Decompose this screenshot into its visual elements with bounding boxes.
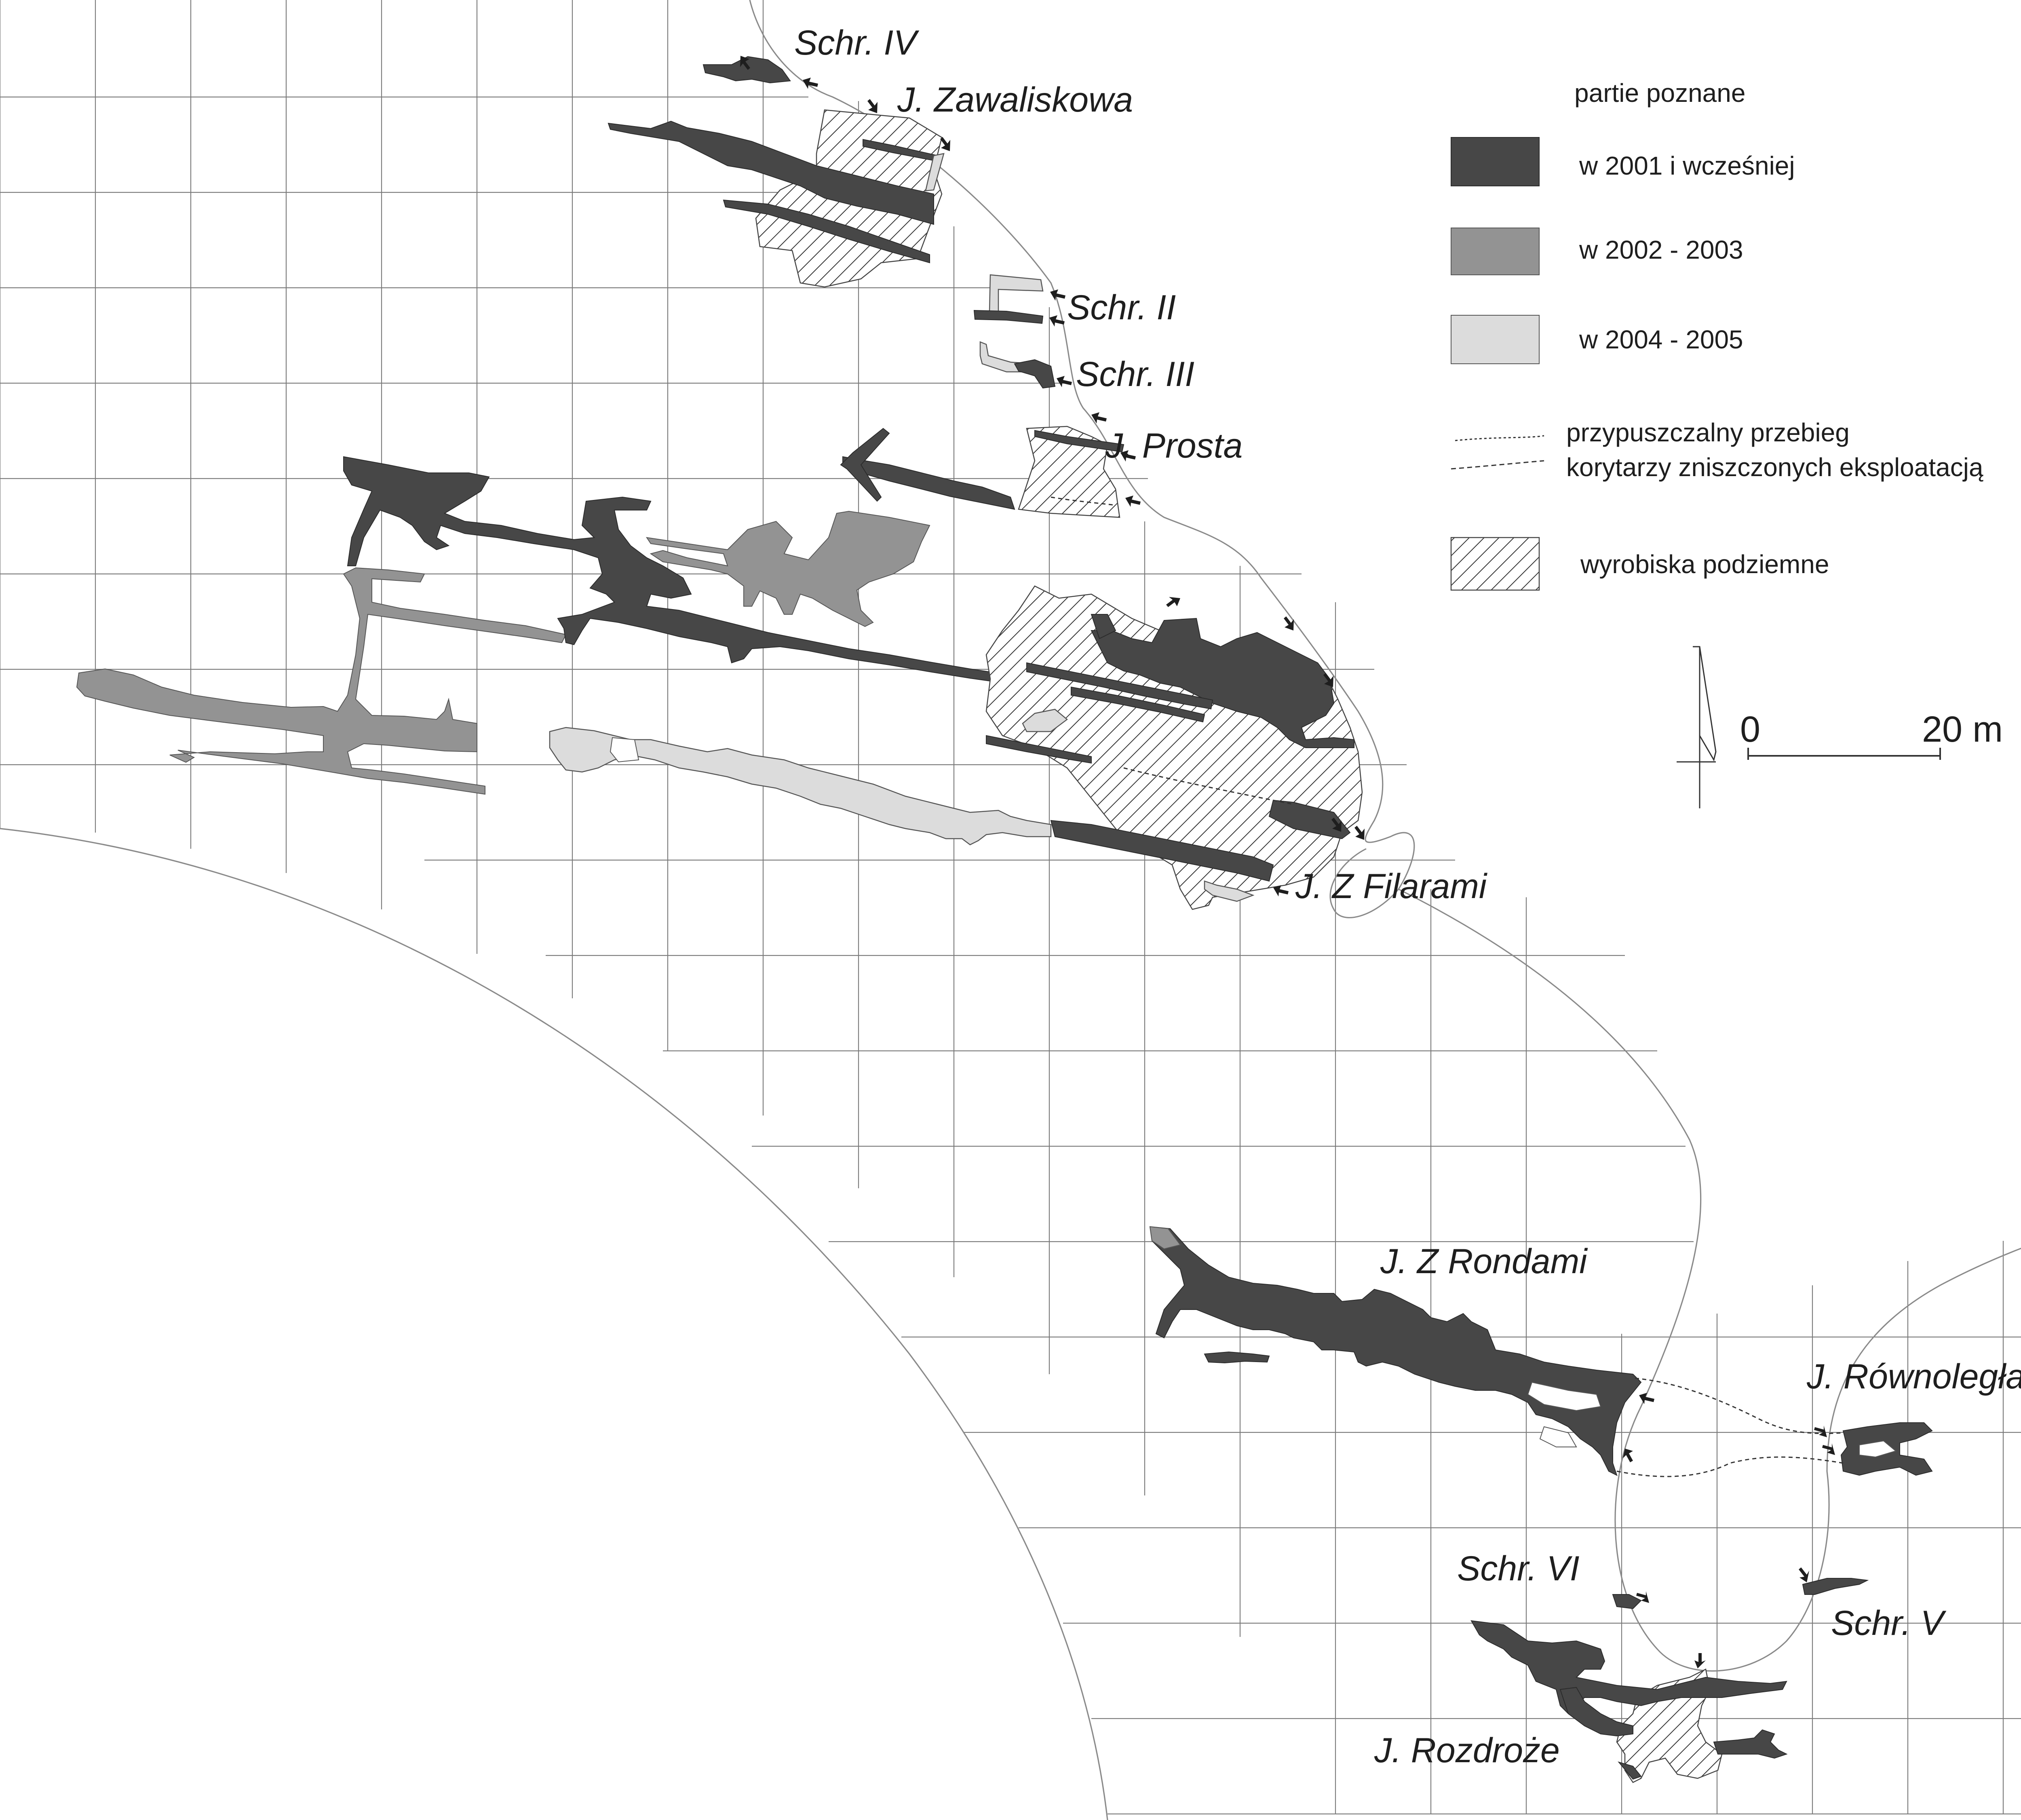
label-schr-vi: Schr. VI <box>1457 1549 1580 1588</box>
entrance-arrow-icon <box>1323 673 1333 687</box>
dashed-corridor-filarami <box>1123 767 1294 805</box>
cave-z-filarami-main <box>1050 820 1274 882</box>
rownolegla-pillar <box>1859 1440 1897 1458</box>
entrance-arrow-icon <box>1049 315 1065 327</box>
cave-schr-iii <box>1014 359 1056 389</box>
entrance-arrow-icon <box>1354 826 1365 840</box>
legend-item-2002-2003: w 2002 - 2003 <box>1579 235 1743 264</box>
entrance-arrow-icon <box>1331 818 1342 832</box>
workings-prosta <box>1018 426 1120 518</box>
quarry-area <box>0 829 1108 1820</box>
legend-workings: wyrobiska podziemne <box>1580 550 1829 579</box>
cave-z-filarami-adit-4 <box>1268 799 1351 839</box>
cave-z-filarami-adit <box>1026 662 1213 710</box>
scale-end: 20 m <box>1922 709 2003 750</box>
entrance-arrow-icon <box>1120 450 1136 462</box>
legend-swatch-dark <box>1451 137 1540 186</box>
dashed-corridor-prosta <box>1051 496 1116 506</box>
label-schr-iii: Schr. III <box>1076 355 1194 394</box>
cave-schr-ii <box>973 310 1044 324</box>
cave-z-filarami-adit-2 <box>1071 686 1205 723</box>
entrance-arrow-icon <box>940 137 950 151</box>
rock-boundary-middle <box>1398 888 2021 1672</box>
cave-schr-ii-light <box>989 274 1044 312</box>
label-schr-iv: Schr. IV <box>794 23 920 62</box>
entrance-arrow-icon <box>1814 1426 1827 1437</box>
legend-swatch-mid <box>1451 228 1540 275</box>
cave-grey-system <box>76 567 567 795</box>
entrance-arrow-icon <box>1057 376 1072 387</box>
entrance-arrow-icon <box>1799 1567 1809 1582</box>
entrance-arrow-icon <box>867 99 878 113</box>
cave-z-filarami-adit-3 <box>986 735 1092 764</box>
label-prosta: J. Prosta <box>1105 426 1243 465</box>
z-rondami-pillar-2 <box>1539 1426 1577 1447</box>
cave-rozdroze-east <box>1713 1729 1788 1759</box>
cave-z-filarami-lower-light <box>1204 880 1255 902</box>
entrance-arrow-icon <box>1125 496 1141 507</box>
quarry-edge <box>0 828 1108 1820</box>
rock-boundary-upper <box>749 0 1415 918</box>
legend-dashed-line-2 <box>1451 460 1544 470</box>
entrance-arrows <box>740 56 1835 1668</box>
cave-prosta-branch <box>840 428 890 502</box>
pillar-hole <box>610 737 639 763</box>
cave-z-filarami-hole <box>1022 709 1068 732</box>
cave-grey-middle <box>646 510 930 627</box>
legend-dashed-line-1 <box>1455 435 1544 441</box>
entrance-arrow-icon <box>740 56 750 70</box>
dashed-corridor-1 <box>1635 1377 1844 1434</box>
cave-prosta-stub <box>1034 430 1124 453</box>
legend-dashed-text-2: korytarzy zniszczonych eksploatacją <box>1566 453 1983 482</box>
cave-z-rondami-tip <box>1149 1226 1181 1250</box>
cave-prosta <box>842 456 1015 510</box>
label-zawaliskowa: J. Zawaliskowa <box>897 80 1133 119</box>
entrance-arrow-icon <box>1273 885 1289 896</box>
cave-rozdroze-lower <box>1559 1687 1633 1737</box>
label-z-rondami: J. Z Rondami <box>1380 1242 1588 1281</box>
z-rondami-pillar <box>1527 1381 1601 1411</box>
cave-schr-v <box>1802 1578 1869 1595</box>
cave-zawaliskowa-lower <box>723 199 930 264</box>
label-rownolegla: J. Równoległa <box>1806 1357 2021 1396</box>
cave-zawaliskowa-entrance-gap <box>925 153 945 192</box>
scale-start: 0 <box>1740 709 1760 750</box>
cave-light-passage <box>549 727 1052 846</box>
cave-main-passage <box>343 456 1043 689</box>
cave-z-rondami <box>1149 1226 1642 1476</box>
entrance-arrow-icon <box>1050 289 1065 301</box>
north-arrow-icon <box>1677 646 1717 808</box>
scale-bar: 0 20 m <box>1740 709 2003 760</box>
legend-dashed-text-1: przypuszczalny przebieg <box>1566 418 1850 447</box>
entrance-arrow-icon <box>803 78 818 89</box>
dashed-corridor-2 <box>1616 1456 1844 1477</box>
entrance-arrow-icon <box>1639 1393 1654 1404</box>
cave-z-filarami-branch <box>1091 614 1116 639</box>
cave-rozdroze-tail <box>1618 1761 1642 1780</box>
label-rozdroze: J. Rozdroże <box>1374 1731 1560 1770</box>
legend-swatch-light <box>1451 315 1540 364</box>
entrance-arrow-icon <box>1284 616 1294 631</box>
legend-swatch-hatch <box>1450 537 1540 591</box>
legend-item-2001: w 2001 i wcześniej <box>1579 151 1795 180</box>
entrance-arrow-icon <box>1822 1443 1835 1455</box>
label-z-filarami: J. Z Filarami <box>1295 867 1488 906</box>
entrance-arrow-icon <box>1623 1449 1633 1462</box>
cave-rozdroze <box>1470 1620 1787 1715</box>
legend-heading: partie poznane <box>1574 78 1745 108</box>
cave-z-filarami-chamber <box>1091 618 1354 748</box>
entrance-arrow-icon <box>1166 597 1180 607</box>
label-schr-v: Schr. V <box>1831 1604 1947 1643</box>
label-schr-ii: Schr. II <box>1067 288 1176 327</box>
cave-z-rondami-side <box>1204 1351 1270 1364</box>
entrance-arrow-icon <box>1091 412 1107 424</box>
legend-item-2004-2005: w 2004 - 2005 <box>1579 325 1743 354</box>
cave-schr-vi <box>1612 1594 1642 1609</box>
cave-zawaliskowa-main <box>608 120 934 225</box>
entrance-arrow-icon <box>1636 1591 1649 1603</box>
legend: partie poznane w 2001 i wcześniej w 2002… <box>1450 78 1983 591</box>
entrance-arrow-icon <box>1694 1653 1706 1668</box>
